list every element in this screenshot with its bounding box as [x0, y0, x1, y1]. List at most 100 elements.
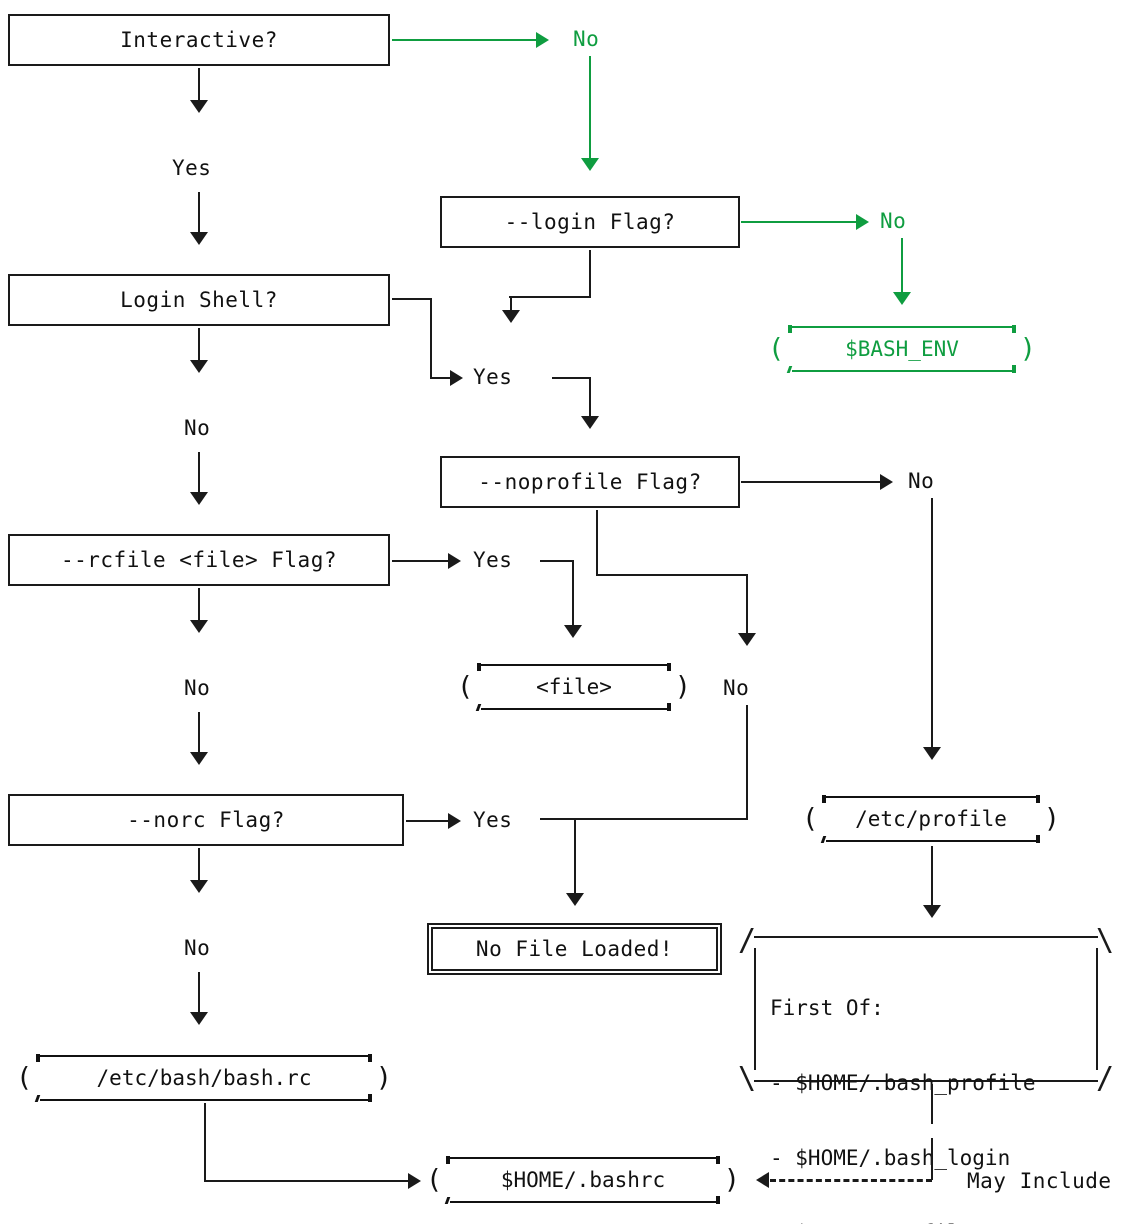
- edge-login-flag-to-no: [741, 221, 859, 223]
- edge-label-rcfile-yes: Yes: [473, 548, 513, 572]
- first-of-item: - $HOME/.bash_profile: [770, 1071, 1036, 1095]
- first-of-heading: First Of:: [770, 996, 884, 1020]
- node-login-shell-label: Login Shell?: [120, 288, 278, 312]
- edge-label-may-include: May Include: [967, 1169, 1112, 1193]
- corner-tick: [368, 1094, 372, 1102]
- edge-label-noprofile-no-mid: No: [723, 676, 750, 700]
- edge-noprofile-to-no-mid: [746, 574, 748, 636]
- edge-norc-yes-right: [540, 818, 576, 820]
- edge-norc-to-no: [198, 848, 200, 883]
- edge-etc-bash-down: [204, 1103, 206, 1181]
- corner-tick: [1012, 325, 1016, 333]
- arrowhead-right-icon: [450, 370, 463, 386]
- node-first-of[interactable]: / \ \ / First Of: - $HOME/.bash_profile …: [738, 926, 1114, 1224]
- arrowhead-down-icon: [190, 232, 208, 245]
- edge-may-include-dashed: [770, 1179, 932, 1182]
- node-no-file-loaded[interactable]: No File Loaded!: [427, 923, 722, 975]
- node-norc-flag[interactable]: --norc Flag?: [8, 794, 404, 846]
- node-noprofile-flag-label: --noprofile Flag?: [478, 470, 702, 494]
- arrowhead-down-icon: [923, 747, 941, 760]
- node-etc-profile[interactable]: ( ) /etc/profile: [800, 795, 1062, 843]
- edge-norc-yes-down: [574, 818, 576, 896]
- first-of-item: - $HOME/.bash_login: [770, 1146, 1011, 1170]
- corner-tick: [716, 1196, 720, 1204]
- node-interactive[interactable]: Interactive?: [8, 14, 390, 66]
- arrowhead-down-icon: [190, 360, 208, 373]
- arrowhead-right-icon: [856, 214, 869, 230]
- node-home-bashrc[interactable]: ( ) $HOME/.bashrc: [424, 1156, 742, 1204]
- note-corner-tl-icon: /: [738, 923, 757, 958]
- edge-label-norc-no: No: [184, 936, 211, 960]
- note-frame: [754, 936, 1098, 1082]
- edge-etc-bash-right: [204, 1180, 410, 1182]
- edge-login-flag-to-yes: [510, 296, 512, 314]
- arrowhead-right-icon: [536, 32, 549, 48]
- node-noprofile-flag[interactable]: --noprofile Flag?: [440, 456, 740, 508]
- edge-label-interactive-no: No: [573, 27, 600, 51]
- corner-tick: [477, 663, 481, 671]
- note-corner-bl-icon: \: [738, 1061, 757, 1096]
- edge-label-login-flag-no: No: [880, 209, 907, 233]
- arrowhead-down-icon: [893, 292, 911, 305]
- edge-etc-profile-to-first-of: [931, 846, 933, 908]
- node-home-bashrc-label: $HOME/.bashrc: [450, 1157, 716, 1203]
- edge-label-interactive-yes: Yes: [172, 156, 212, 180]
- node-file-placeholder-label: <file>: [481, 664, 667, 710]
- arrowhead-right-icon: [408, 1173, 421, 1189]
- node-login-shell[interactable]: Login Shell?: [8, 274, 390, 326]
- edge-login-shell-right: [392, 298, 432, 300]
- edge-login-flag-down: [589, 250, 591, 298]
- corner-tick: [36, 1054, 40, 1062]
- node-login-flag[interactable]: --login Flag?: [440, 196, 740, 248]
- arrowhead-down-icon: [581, 416, 599, 429]
- arrowhead-down-icon: [738, 633, 756, 646]
- paren-right: ): [1019, 333, 1036, 365]
- edge-login-flag-left: [509, 296, 591, 298]
- arrowhead-down-icon: [190, 620, 208, 633]
- edge-yes-to-login-shell: [198, 192, 200, 236]
- edge-label-login-shell-no: No: [184, 416, 211, 440]
- arrowhead-right-icon: [448, 813, 461, 829]
- edge-noprofile-to-no-right: [741, 481, 883, 483]
- node-rcfile-flag[interactable]: --rcfile <file> Flag?: [8, 534, 390, 586]
- node-etc-bash-bashrc[interactable]: ( ) /etc/bash/bash.rc: [14, 1054, 394, 1102]
- arrowhead-left-icon: [756, 1172, 769, 1188]
- node-no-file-loaded-label: No File Loaded!: [475, 937, 674, 961]
- arrowhead-down-icon: [190, 880, 208, 893]
- edge-no-to-rcfile: [198, 452, 200, 496]
- paren-right: ): [375, 1062, 392, 1094]
- arrowhead-down-icon: [190, 492, 208, 505]
- arrowhead-down-icon: [566, 893, 584, 906]
- edge-yes-to-file: [540, 560, 574, 562]
- edge-label-norc-yes: Yes: [473, 808, 513, 832]
- paren-right: ): [1043, 803, 1060, 835]
- node-file-placeholder[interactable]: ( ) <file>: [455, 663, 693, 711]
- note-side-right: [1096, 948, 1098, 1070]
- arrowhead-down-icon: [502, 310, 520, 323]
- node-bash-env-label: $BASH_ENV: [792, 326, 1012, 372]
- corner-tick: [822, 795, 826, 803]
- paren-right: ): [674, 671, 691, 703]
- edge-yes-to-noprofile-down: [589, 377, 591, 419]
- edge-no-mid-down: [746, 705, 748, 820]
- arrowhead-down-icon: [190, 100, 208, 113]
- edge-yes-to-noprofile: [552, 377, 590, 379]
- corner-tick: [667, 703, 671, 711]
- edge-rcfile-to-no: [198, 588, 200, 623]
- arrowhead-down-icon: [923, 905, 941, 918]
- node-bash-env[interactable]: ( ) $BASH_ENV: [766, 325, 1038, 373]
- corner-tick: [1036, 835, 1040, 843]
- corner-tick: [667, 663, 671, 671]
- edge-no-to-bash-env: [901, 238, 903, 296]
- edge-norc-to-yes: [406, 820, 450, 822]
- edge-no-to-etc-bash: [198, 972, 200, 1016]
- edge-no-to-login-flag: [589, 56, 591, 161]
- paren-right: ): [723, 1164, 740, 1196]
- edge-label-noprofile-no-right: No: [908, 469, 935, 493]
- edge-login-shell-to-no: [198, 328, 200, 363]
- arrowhead-down-icon: [190, 1012, 208, 1025]
- edge-noprofile-down: [596, 510, 598, 576]
- edge-rcfile-to-yes: [392, 560, 450, 562]
- node-etc-bash-bashrc-label: /etc/bash/bash.rc: [40, 1055, 368, 1101]
- edge-no-mid-left: [574, 818, 748, 820]
